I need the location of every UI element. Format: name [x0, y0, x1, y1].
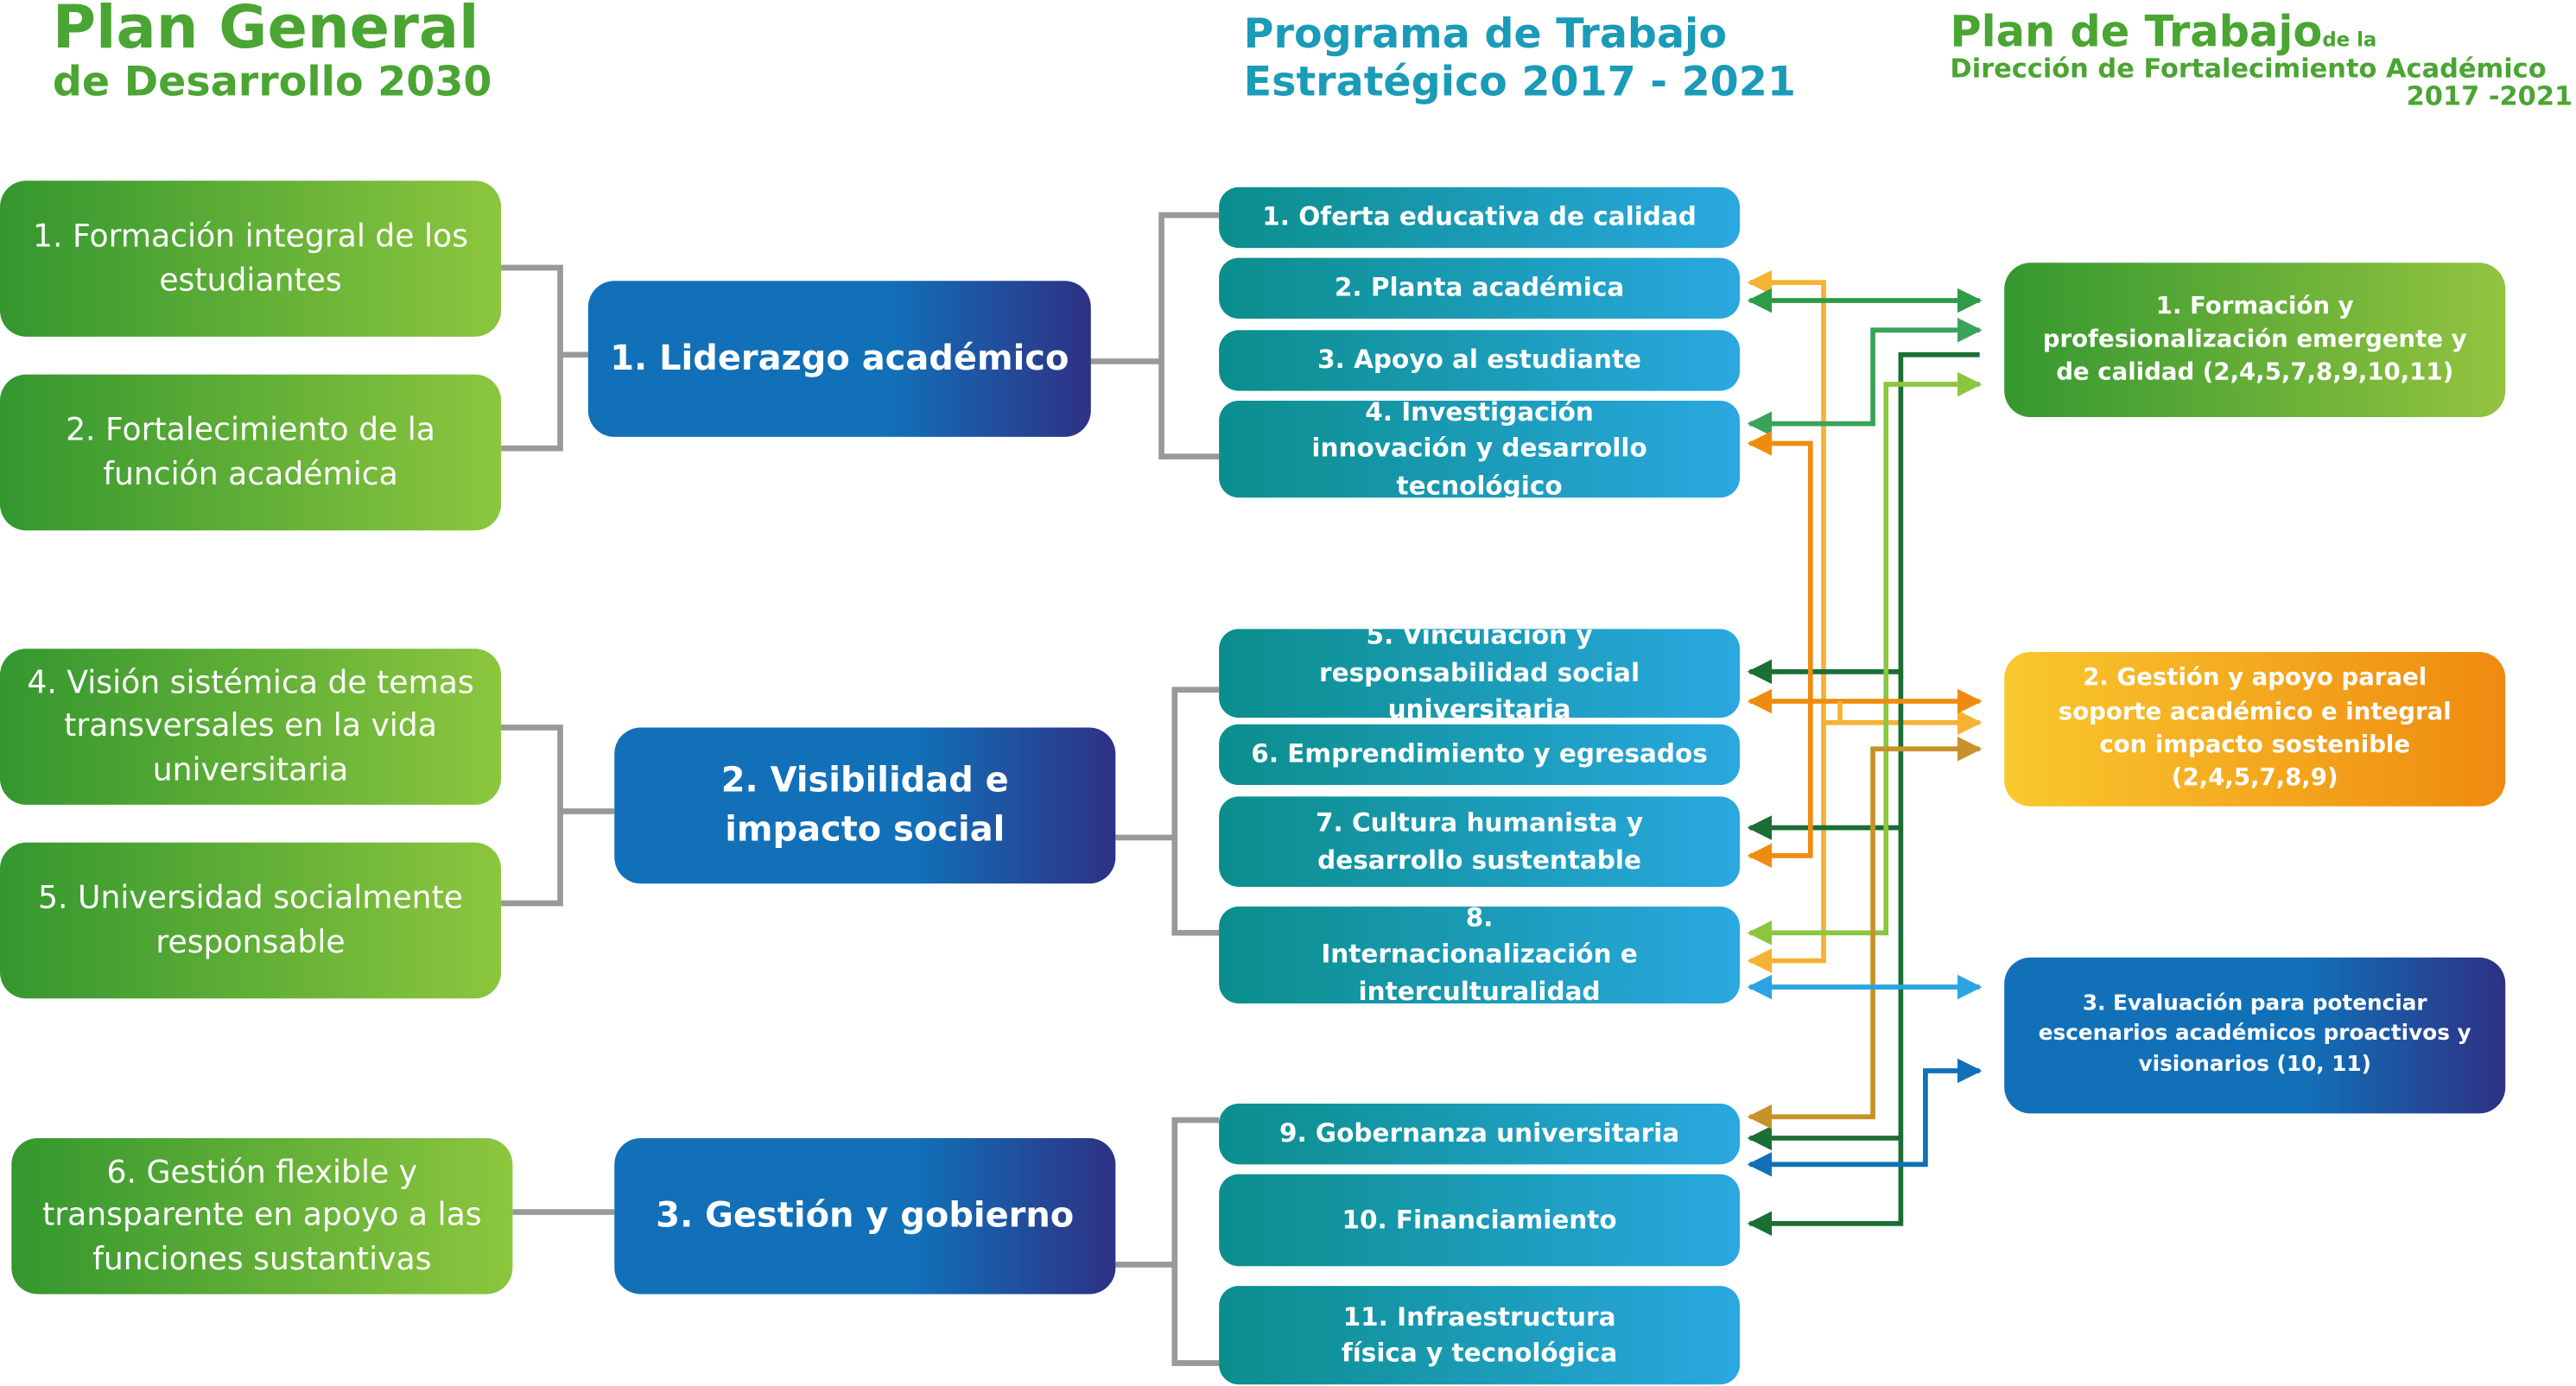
- axis-3: 3. Gestión y gobierno: [614, 1137, 1116, 1294]
- plan-item-2: 2. Gestión y apoyo parael soporte académ…: [2004, 652, 2506, 807]
- ptd-years: 2017 -2021: [2406, 80, 2573, 112]
- ptd-title-small: de la: [2322, 28, 2377, 51]
- pgd-item-6: 6. Gestión flexible y transparente en ap…: [11, 1137, 513, 1294]
- program-1: 1. Oferta educativa de calidad: [1219, 187, 1741, 249]
- arrow-orange: [1747, 431, 1813, 869]
- program-3: 3. Apoyo al estudiante: [1219, 330, 1741, 391]
- axis-1: 1. Liderazgo académico: [587, 281, 1091, 437]
- program-6: 6. Emprendimiento y egresados: [1219, 724, 1741, 786]
- arrow-lime: [1747, 371, 1983, 946]
- plan-item-1: 1. Formación y profesionalización emerge…: [2004, 263, 2506, 418]
- arrow-dark-green: [1747, 351, 1980, 1237]
- pgd-subtitle: de Desarrollo 2030: [52, 57, 492, 105]
- pgd-title: Plan General: [52, 0, 479, 63]
- gray-brackets: [501, 212, 1220, 1366]
- axis-2: 2. Visibilidad e impacto social: [614, 727, 1116, 884]
- colored-arrows: [1747, 269, 1983, 1237]
- program-10: 10. Financiamiento: [1219, 1174, 1741, 1267]
- pgd-item-4: 4. Visión sistémica de temas transversal…: [0, 649, 502, 805]
- ptd-title: Plan de Trabajode la: [1950, 11, 2376, 54]
- ptd-title-main: Plan de Trabajo: [1950, 8, 2323, 58]
- arrow-teal-green: [1747, 317, 1983, 436]
- ptd-subtitle: Dirección de Fortalecimiento Académico: [1950, 52, 2547, 84]
- pgd-item-5: 5. Universidad socialmente responsable: [0, 842, 502, 999]
- pgd-item-2: 2. Fortalecimiento de la función académi…: [0, 374, 502, 531]
- program-8: 8. Internacionalización e interculturali…: [1219, 903, 1741, 1006]
- program-5: 5. Vinculación y responsabilidad social …: [1219, 621, 1741, 725]
- pgd-item-1: 1. Formación integral de los estudiantes: [0, 180, 502, 337]
- arrow-dark-blue: [1747, 1058, 1983, 1177]
- program-4: 4. Investigación innovación y desarrollo…: [1219, 397, 1741, 501]
- program-11: 11. Infraestructura física y tecnológica: [1219, 1286, 1741, 1385]
- program-2: 2. Planta académica: [1219, 257, 1741, 319]
- plan-item-3: 3. Evaluación para potenciar escenarios …: [2004, 957, 2506, 1114]
- program-9: 9. Gobernanza universitaria: [1219, 1104, 1741, 1165]
- pte-subtitle: Estratégico 2017 - 2021: [1243, 57, 1796, 105]
- pte-title: Programa de Trabajo: [1243, 9, 1728, 58]
- program-7: 7. Cultura humanista y desarrollo susten…: [1219, 796, 1741, 887]
